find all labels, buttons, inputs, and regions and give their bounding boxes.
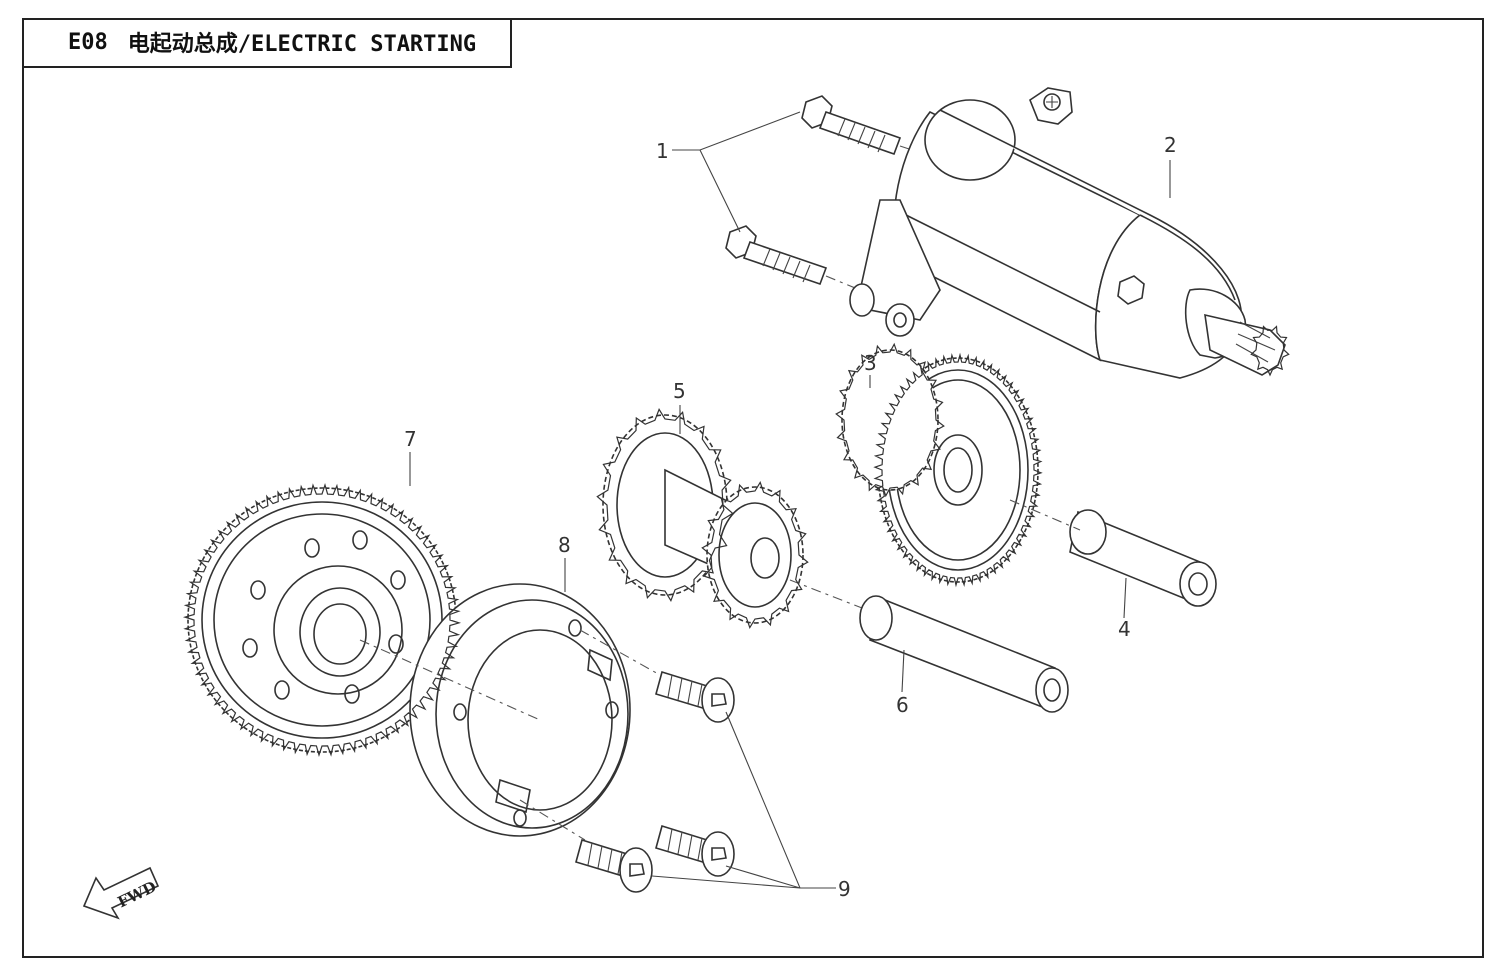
- gear-teeth-part-2-pinion-outline: [1250, 325, 1290, 377]
- part-1-bolt-lower[interactable]: [725, 225, 828, 286]
- part-9-bolt-b[interactable]: [655, 824, 735, 877]
- gear-teeth-part-3-outline: [873, 352, 1043, 588]
- part-9-bolt-c[interactable]: [575, 838, 653, 893]
- callout-2: 2: [1164, 133, 1177, 157]
- gear-teeth-part-5-small-outline: [701, 480, 809, 630]
- diagram-title: 电起动总成/ELECTRIC STARTING: [127, 32, 477, 57]
- title-block: E08 电起动总成/ELECTRIC STARTING: [22, 18, 512, 68]
- callout-3: 3: [864, 351, 877, 375]
- callout-8: 8: [558, 533, 571, 557]
- gear-teeth-part-5-large-outline: [596, 408, 734, 602]
- gear-teeth-part-5-small: [701, 480, 809, 630]
- gear-teeth-part-3-small-outline: [835, 342, 945, 498]
- diagram-code: E08: [68, 29, 108, 55]
- gear-teeth-part-2-pinion: [1250, 325, 1290, 377]
- drawing-frame: [22, 18, 1484, 958]
- gear-teeth-part-5-large: [596, 408, 734, 602]
- gear-teeth-part-3-small: [835, 342, 945, 498]
- part-5-dual-gear[interactable]: [602, 414, 804, 624]
- callout-6: 6: [896, 693, 909, 717]
- gear-teeth-part-7: [182, 482, 462, 758]
- gear-teeth-part-3: [873, 352, 1043, 588]
- callout-4: 4: [1118, 617, 1131, 641]
- gear-teeth-part-7-outline: [182, 482, 462, 758]
- part-3-starter-idle-gear[interactable]: [841, 349, 1039, 583]
- fwd-arrow-icon: FWD: [82, 866, 159, 920]
- part-8-one-way-clutch[interactable]: [409, 583, 631, 837]
- part-4-shaft[interactable]: [1069, 509, 1217, 607]
- part-2-starter-motor[interactable]: [849, 87, 1286, 379]
- part-9-bolt-a[interactable]: [655, 670, 735, 723]
- callout-7: 7: [404, 427, 417, 451]
- callout-9: 9: [838, 877, 851, 901]
- callout-1: 1: [656, 139, 669, 163]
- part-7-starter-clutch-gear[interactable]: [187, 487, 457, 753]
- part-6-shaft[interactable]: [859, 595, 1069, 713]
- callout-5: 5: [673, 379, 686, 403]
- part-1-bolt-upper[interactable]: [801, 95, 902, 156]
